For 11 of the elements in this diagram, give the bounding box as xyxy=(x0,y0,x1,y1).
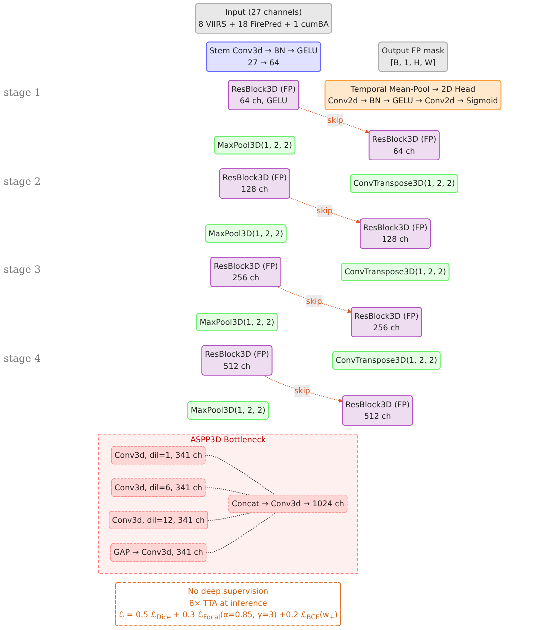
stage-label: stage 4 xyxy=(4,354,41,365)
connector xyxy=(208,512,251,521)
arrow xyxy=(298,107,370,134)
connector xyxy=(205,455,276,496)
arrow xyxy=(264,375,344,403)
connector xyxy=(206,512,276,554)
arrow xyxy=(278,286,352,314)
stage-label: stage 2 xyxy=(4,176,41,188)
arrow xyxy=(289,197,361,224)
stage-label: stage 1 xyxy=(4,88,41,100)
stage-label: stage 3 xyxy=(4,265,41,276)
